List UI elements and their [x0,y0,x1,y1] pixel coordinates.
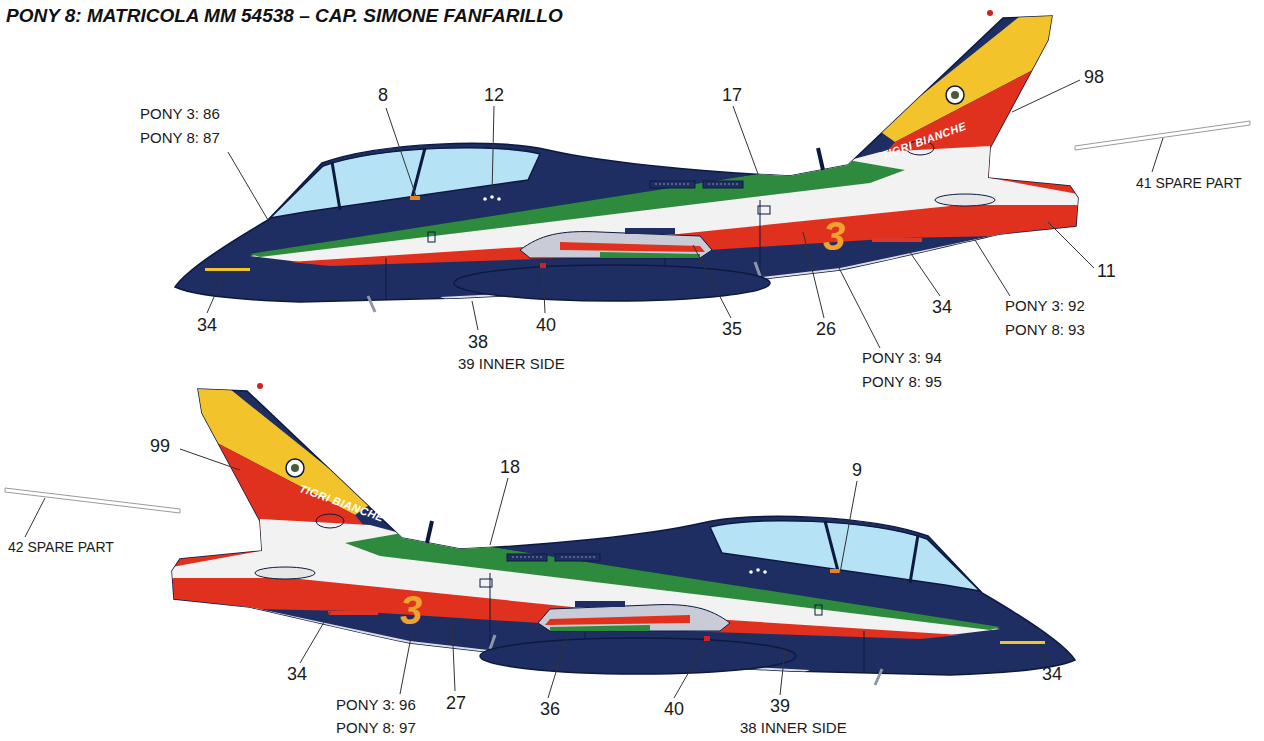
leader-line-part [543,271,545,313]
callout-number: 39 [770,697,790,717]
tail-inscription: TIGRI BIANCHE [298,482,386,524]
leader-line-part [1152,138,1163,172]
spare-part-callout: 42 SPARE PART [8,540,114,555]
leader-line-part [400,632,412,694]
aircraft-number: 3 [400,590,422,630]
leader-line-part [674,642,706,698]
leader-line-part [386,108,416,196]
callout-number: 39 INNER SIDE [458,356,565,373]
callout-number: 34 [197,316,217,336]
spare-part-stripe-part [1075,121,1250,150]
leader-line-part [803,232,824,318]
variant-callout: PONY 3: 96 [336,697,416,714]
leader-line-part [490,478,508,545]
leader-line [25,80,1163,698]
leader-line-part [693,245,731,318]
leader-line-part [180,449,240,470]
leader-line-part [1012,80,1080,112]
leader-line-part [492,106,494,194]
callout-number: 8 [378,86,388,106]
callout-number: 36 [540,700,560,720]
callout-number: 26 [816,320,836,340]
callout-number: 34 [1042,665,1062,685]
callout-number: 11 [1097,262,1116,282]
callout-number: 40 [536,316,556,336]
leader-line-part [452,622,455,691]
leader-line-part [975,240,1010,296]
leader-line-part [780,650,785,695]
callout-number: 38 INNER SIDE [740,720,847,737]
variant-callout: PONY 8: 97 [336,720,416,737]
variant-callout: PONY 3: 92 [1005,298,1085,315]
variant-callout: PONY 8: 93 [1005,322,1085,339]
tail-inscription: TIGRI BIANCHE [880,120,968,162]
leader-line-part [25,498,45,537]
spare-part-stripe [5,121,1250,513]
callout-number: 40 [664,700,684,720]
variant-callout: PONY 8: 95 [862,374,942,391]
aircraft-number: 3 [823,216,845,256]
leader-line-part [228,152,268,220]
leader-line-part [1048,222,1094,268]
variant-callout: PONY 3: 86 [140,106,220,123]
spare-part-stripe-part [5,488,180,513]
callout-number: 18 [500,458,520,478]
leader-line-part [548,633,568,698]
callout-number: 35 [722,320,742,340]
callout-number: 27 [446,694,466,714]
leader-line-part [838,266,880,348]
sheet-title: PONY 8: MATRICOLA MM 54538 – CAP. SIMONE… [6,6,563,27]
callout-number: 12 [484,86,504,106]
callout-number: 34 [932,298,952,318]
spare-part-callout: 41 SPARE PART [1136,176,1242,191]
variant-callout: PONY 8: 87 [140,130,220,147]
aircraft-left-side [175,8,1080,312]
callout-number: 38 [468,333,488,353]
variant-callout: PONY 3: 94 [862,350,942,367]
callout-number: 98 [1084,68,1104,88]
leader-line-part [300,612,330,663]
callout-number: 17 [722,86,742,106]
callout-number: 9 [852,461,862,481]
leader-line-part [733,106,758,174]
leader-line-part [840,481,857,573]
leader-line-part [207,274,224,313]
leader-line-part [1035,645,1050,663]
aircraft-right-side [170,381,1075,685]
leader-line-part [905,245,940,296]
callout-number: 99 [150,437,170,457]
callout-number: 34 [287,665,307,685]
leader-line-part [472,301,478,330]
